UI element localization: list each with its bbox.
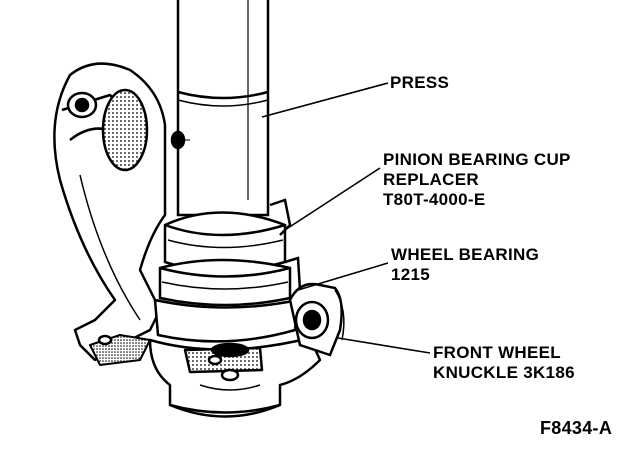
cup-replacer-label-line-3: T80T-4000-E: [383, 190, 486, 209]
leader-bearing: [297, 262, 389, 291]
callout-leaders: [261, 82, 431, 354]
leader-press: [261, 82, 389, 118]
leader-replacer: [287, 167, 381, 229]
figure-id: F8434-A: [540, 418, 613, 438]
knuckle-label: FRONT WHEEL KNUCKLE 3K186: [433, 343, 575, 383]
press-label: PRESS: [390, 73, 449, 93]
wheel-bearing-label-line-1: WHEEL BEARING: [391, 245, 540, 264]
wheel-bearing-label-line-2: 1215: [391, 265, 431, 284]
knuckle-side-lug: [288, 282, 345, 357]
wheel-bearing-label: WHEEL BEARING 1215: [391, 245, 539, 285]
cup-replacer-label-line-2: REPLACER: [383, 170, 479, 189]
press-ram: [170, 0, 270, 217]
leader-knuckle: [337, 337, 431, 354]
press-label-text: PRESS: [390, 73, 450, 92]
wheel-bearing: [158, 256, 302, 307]
knuckle-arm: [53, 62, 167, 366]
cup-replacer-label: PINION BEARING CUP REPLACER T80T-4000-E: [383, 150, 571, 210]
knuckle-label-line-2: KNUCKLE 3K186: [433, 363, 575, 382]
knuckle-label-line-1: FRONT WHEEL: [433, 343, 561, 362]
cup-replacer-label-line-1: PINION BEARING CUP: [383, 150, 571, 169]
